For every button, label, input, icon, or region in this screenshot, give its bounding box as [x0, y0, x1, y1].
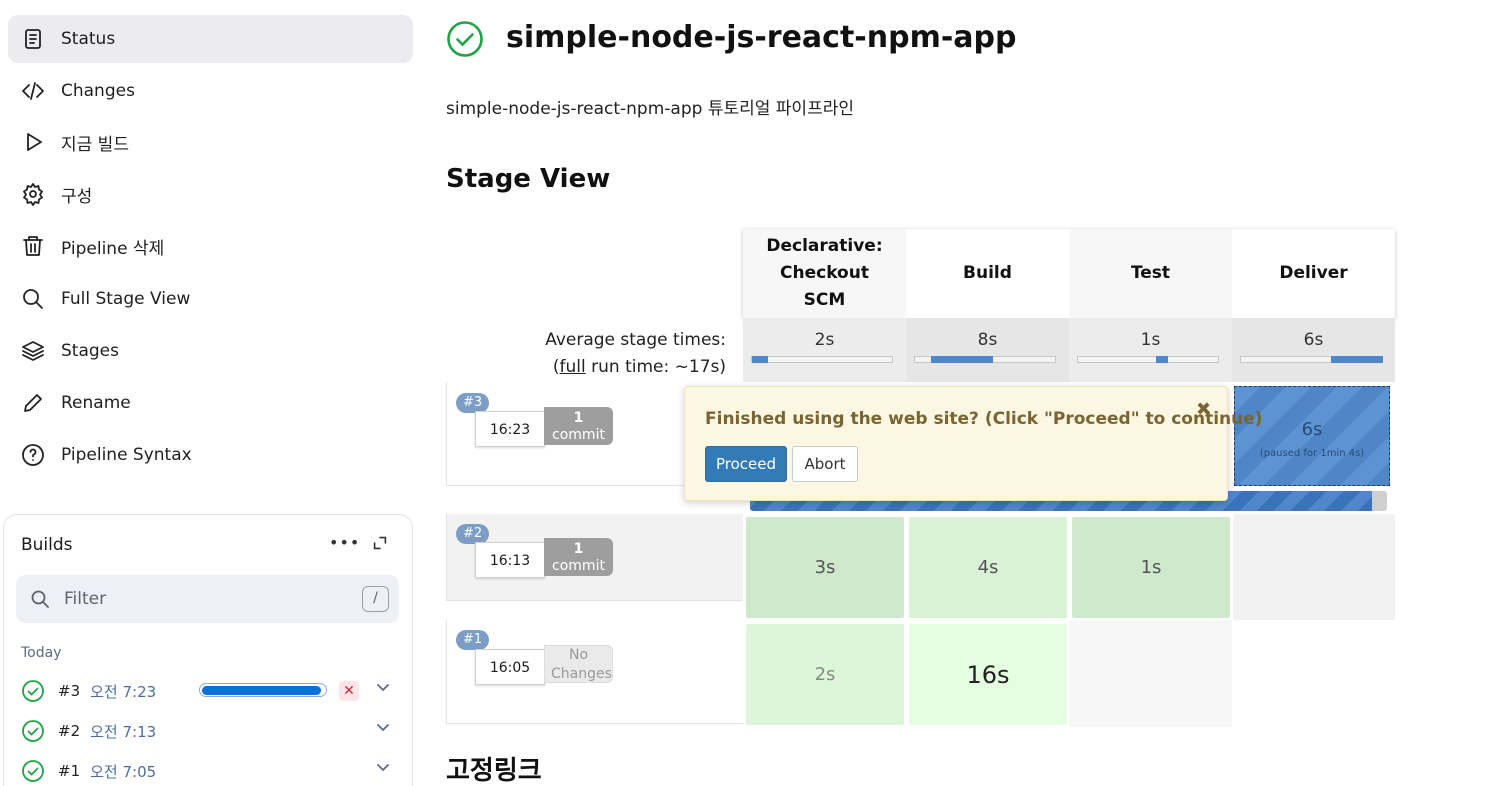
filter-input[interactable] [64, 589, 334, 609]
sidebar-item-changes[interactable]: Changes [8, 67, 413, 115]
stage-cell [1069, 620, 1232, 727]
average-time-cell: 8s [906, 318, 1069, 382]
stage-header: Deliver [1232, 229, 1395, 318]
build-row[interactable]: #3 오전 7:23 ✕ [21, 678, 401, 704]
run-time: 16:13 [475, 542, 545, 578]
stage-cell[interactable]: 1s [1072, 517, 1230, 618]
success-icon [22, 760, 44, 782]
sidebar-item-pipeline-syntax[interactable]: Pipeline Syntax [8, 431, 413, 479]
build-number[interactable]: #1 [58, 762, 81, 780]
stage-header: Declarative: Checkout SCM [743, 229, 906, 318]
sidebar-item-full-stage-view[interactable]: Full Stage View [8, 275, 413, 323]
success-icon [22, 680, 44, 702]
stage-cell [1233, 514, 1395, 620]
layers-icon [20, 338, 46, 364]
sidebar-item-label: 지금 빌드 [61, 134, 129, 155]
status-icon [20, 26, 46, 52]
input-required-popup: Finished using the web site? (Click "Pro… [684, 386, 1263, 501]
stage-header: Test [1069, 229, 1232, 318]
cancel-build-button[interactable]: ✕ [339, 681, 359, 701]
average-time-cell: 1s [1069, 318, 1232, 382]
abort-button[interactable]: Abort [792, 446, 858, 482]
sidebar-item-stages[interactable]: Stages [8, 327, 413, 375]
full-run-link[interactable]: full [559, 357, 586, 377]
page-description: simple-node-js-react-npm-app 튜토리얼 파이프라인 [446, 99, 854, 119]
success-icon [447, 21, 483, 57]
gear-icon [20, 181, 46, 207]
stage-cell[interactable]: 3s [746, 517, 904, 618]
page-title: simple-node-js-react-npm-app [506, 20, 1017, 55]
average-time-cell: 6s [1232, 318, 1395, 382]
builds-title: Builds [21, 535, 73, 555]
close-icon[interactable]: ✖ [1196, 399, 1212, 420]
sidebar-item-label: 구성 [61, 186, 93, 207]
stage-cell [1232, 620, 1395, 727]
permalinks-heading: 고정링크 [446, 756, 542, 786]
run-row[interactable]: #1 16:05 No Changes [446, 620, 743, 724]
proceed-button[interactable]: Proceed [705, 446, 787, 482]
sidebar-item-label: Pipeline 삭제 [61, 238, 165, 259]
run-changes: No Changes [544, 645, 613, 683]
more-icon[interactable]: ••• [329, 533, 361, 552]
average-time-cell: 2s [743, 318, 906, 382]
sidebar-item-label: Stages [61, 341, 119, 361]
stage-cell[interactable]: 2s [746, 624, 904, 725]
sidebar-item-label: Pipeline Syntax [61, 445, 192, 465]
chevron-down-icon[interactable] [376, 680, 390, 694]
stage-headers: Declarative: Checkout SCM Build Test Del… [743, 229, 1395, 318]
run-time: 16:23 [475, 411, 545, 447]
stage-header: Build [906, 229, 1069, 318]
trash-icon [20, 233, 46, 259]
build-row[interactable]: #2 오전 7:13 [21, 718, 401, 744]
run-time: 16:05 [475, 649, 545, 685]
sidebar-item-status[interactable]: Status [8, 15, 413, 63]
sidebar-item-build-now[interactable]: 지금 빌드 [8, 118, 413, 166]
pencil-icon [20, 390, 46, 416]
build-row[interactable]: #1 오전 7:05 [21, 758, 401, 784]
build-progress-bar [199, 683, 327, 697]
sidebar-item-label: Rename [61, 393, 131, 413]
success-icon [22, 720, 44, 742]
build-number[interactable]: #2 [58, 722, 81, 740]
build-number[interactable]: #3 [58, 682, 81, 700]
search-icon [31, 590, 49, 608]
build-time[interactable]: 오전 7:13 [90, 722, 157, 741]
play-icon [20, 129, 46, 155]
run-badge[interactable]: #3 [456, 393, 490, 413]
help-icon [20, 442, 46, 468]
build-time[interactable]: 오전 7:23 [90, 682, 157, 701]
sidebar-item-label: Status [61, 29, 116, 49]
sidebar-item-label: Changes [61, 81, 135, 101]
expand-icon[interactable] [371, 534, 391, 554]
sidebar-item-rename[interactable]: Rename [8, 379, 413, 427]
sidebar-item-label: Full Stage View [61, 289, 191, 309]
stage-cell[interactable]: 4s [909, 517, 1067, 618]
sidebar-item-delete-pipeline[interactable]: Pipeline 삭제 [8, 222, 413, 270]
run-badge[interactable]: #2 [456, 524, 490, 544]
popup-message: Finished using the web site? (Click "Pro… [705, 409, 1263, 429]
average-stage-times-label: Average stage times: (full run time: ~17… [545, 330, 726, 377]
build-time[interactable]: 오전 7:05 [90, 762, 157, 781]
build-progress-fill [201, 685, 321, 695]
filter-shortcut-key: / [362, 586, 389, 612]
chevron-down-icon[interactable] [376, 720, 390, 734]
chevron-down-icon[interactable] [376, 760, 390, 774]
stage-cell[interactable]: 16s [909, 624, 1067, 725]
average-times-row: 2s 8s 1s 6s [743, 318, 1395, 382]
builds-panel: Builds ••• / Today #3 오전 7:23 ✕ #2 오전 7:… [3, 514, 413, 786]
builds-group-today: Today [21, 645, 62, 661]
code-icon [20, 78, 46, 104]
stage-view-heading: Stage View [446, 164, 611, 194]
search-icon [20, 286, 46, 312]
paused-stage-cell[interactable]: 6s (paused for 1min 4s) [1234, 386, 1390, 486]
filter-field[interactable]: / [16, 575, 399, 623]
run-badge[interactable]: #1 [456, 630, 490, 650]
sidebar-item-configure[interactable]: 구성 [8, 170, 413, 218]
